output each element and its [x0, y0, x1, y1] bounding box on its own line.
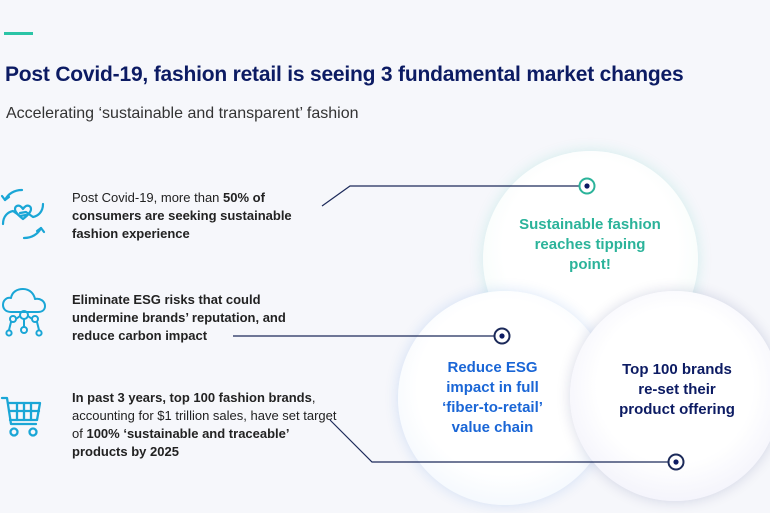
- connector-line-1: [321, 185, 587, 207]
- page-title: Post Covid-19, fashion retail is seeing …: [5, 63, 684, 86]
- connector-marker-1: [578, 177, 596, 195]
- accent-bar: [4, 32, 33, 35]
- shopping-cart-icon: [0, 394, 44, 440]
- connector-marker-2: [493, 327, 511, 345]
- point-text-segment: Eliminate ESG risks that could undermine…: [72, 292, 286, 343]
- point-sustainable-demand: Post Covid-19, more than 50% of consumer…: [72, 189, 332, 243]
- cloud-network-icon: [0, 286, 50, 344]
- point-text-segment: Post Covid-19, more than: [72, 190, 224, 205]
- point-text-segment: 100% ‘sustainable and traceable’ product…: [72, 426, 289, 459]
- point-text-segment: In past 3 years, top 100 fashion brands: [72, 390, 312, 405]
- circle-label-top-brands: Top 100 brands re-set their product offe…: [619, 361, 735, 418]
- circle-label-sustainable: Sustainable fashion reaches tipping poin…: [519, 216, 661, 273]
- connector-line-3: [329, 419, 676, 463]
- point-esg-risks: Eliminate ESG risks that could undermine…: [72, 291, 327, 345]
- circle-label-reduce-esg: Reduce ESG impact in full ‘fiber-to-reta…: [442, 359, 543, 436]
- connector-marker-3: [667, 453, 685, 471]
- page-subtitle: Accelerating ‘sustainable and transparen…: [6, 105, 359, 122]
- hands-heart-icon: [0, 186, 46, 242]
- point-text-segment: , accounting for $1 trillion sales, have…: [72, 390, 337, 441]
- point-text-segment: 50% of consumers are seeking sustainable…: [72, 190, 292, 241]
- point-top-brands: In past 3 years, top 100 fashion brands,…: [72, 389, 344, 461]
